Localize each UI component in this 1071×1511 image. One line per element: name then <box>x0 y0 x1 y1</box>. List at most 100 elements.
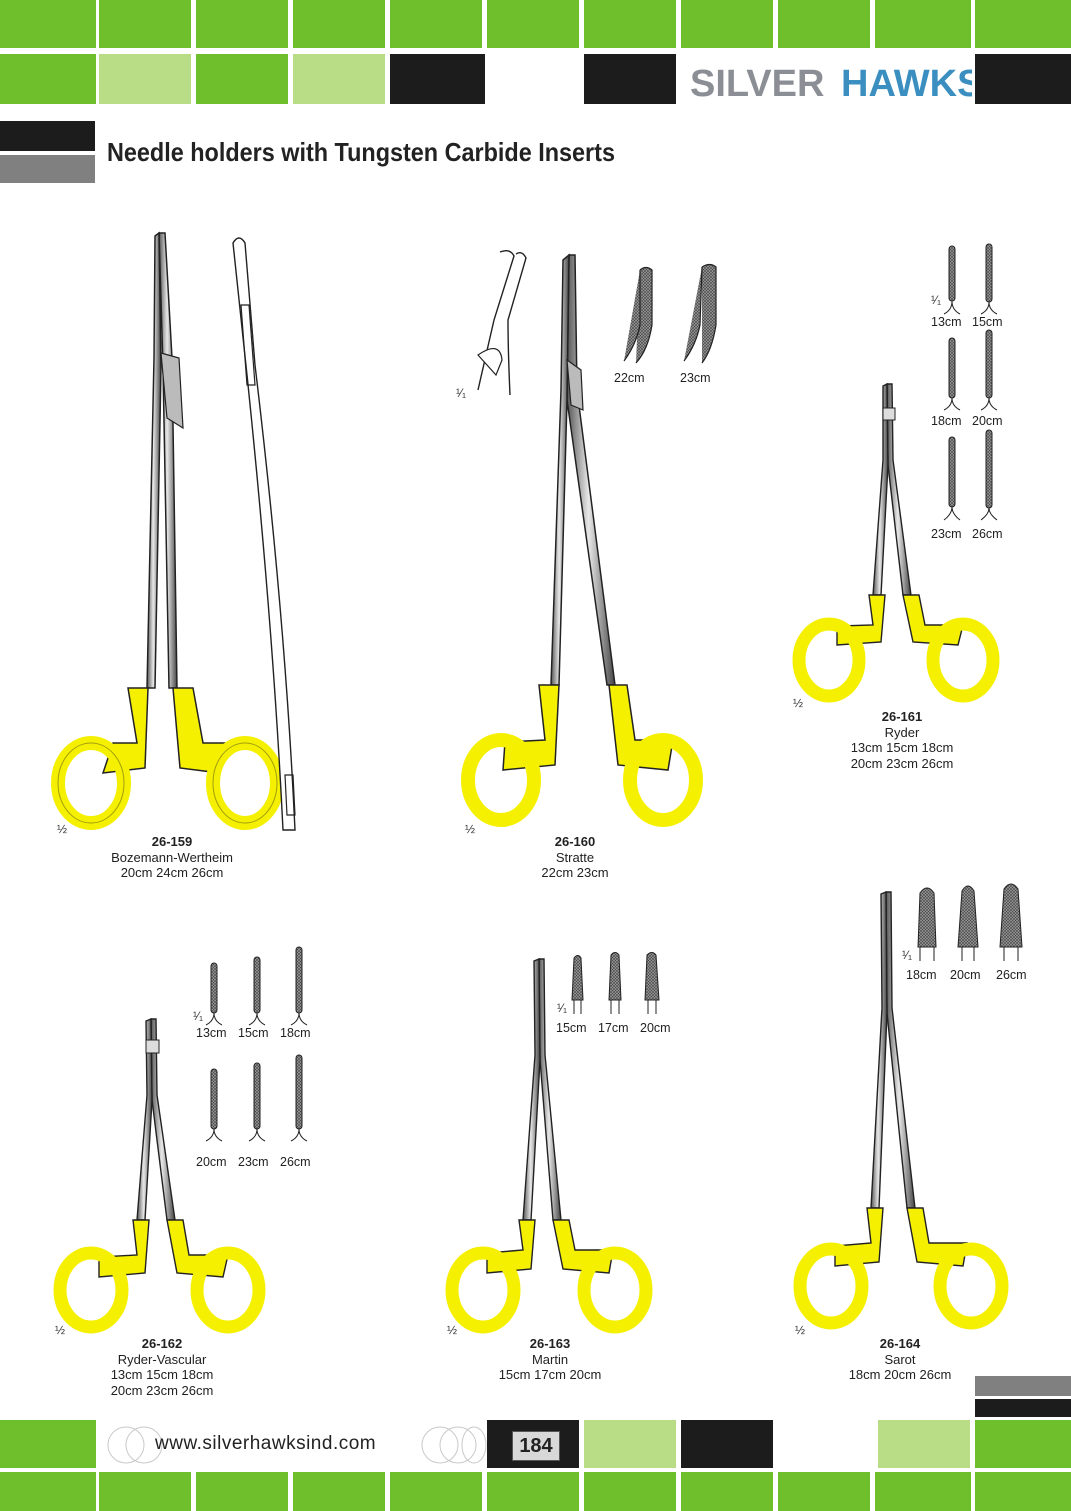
tip-size-label: 13cm <box>196 1026 227 1040</box>
product-sizes: 20cm 23cm 26cm <box>110 1382 214 1398</box>
header-tile <box>99 0 191 48</box>
header-tile <box>390 0 482 48</box>
product-sizes: 13cm 15cm 18cm <box>110 1367 214 1382</box>
tip-size-label: 15cm <box>556 1021 587 1035</box>
product-code: 26-159 <box>151 834 193 849</box>
header-tile <box>196 54 288 104</box>
product-sizes: 18cm 20cm 26cm <box>848 1367 952 1382</box>
header-tile <box>778 0 870 48</box>
footer-tile <box>878 1420 970 1468</box>
scale-label: ½ <box>55 1323 66 1337</box>
side-marker-black <box>975 1399 1071 1417</box>
instrument-26-160 <box>461 253 703 827</box>
scale-label: ½ <box>465 822 476 836</box>
product-sizes: 22cm 23cm <box>541 865 609 880</box>
instrument-26-161 <box>792 382 1000 703</box>
header-tile <box>0 54 96 104</box>
product-code: 26-161 <box>881 709 923 724</box>
tip-size-label: 17cm <box>598 1021 629 1035</box>
header-tile <box>584 0 676 48</box>
tip-size-label: 23cm <box>931 527 962 541</box>
header-tile <box>0 0 96 48</box>
tip-size-label: 15cm <box>238 1026 269 1040</box>
tip-size-label: 20cm <box>640 1021 671 1035</box>
scale-label: ¹⁄₁ <box>456 386 467 400</box>
tip-images-ryder-vascular <box>205 946 308 1142</box>
product-name: Ryder-Vascular <box>117 1351 207 1367</box>
product-26-163-caption: 26-163 Martin 15cm 17cm 20cm <box>475 1336 625 1383</box>
tip-size-label: 15cm <box>972 315 1003 329</box>
header-tile <box>487 0 579 48</box>
tip-images-martin <box>571 952 660 1014</box>
header-tile <box>975 54 1071 104</box>
page-number: 184 <box>512 1431 560 1461</box>
footer-tile <box>975 1472 1071 1511</box>
website-link[interactable]: www.silverhawksind.com <box>155 1433 377 1454</box>
footer-tile <box>681 1472 773 1511</box>
footer-tile <box>293 1472 385 1511</box>
tip-size-label: 18cm <box>280 1026 311 1040</box>
header-tile <box>975 0 1071 48</box>
product-code: 26-160 <box>554 834 596 849</box>
footer-ring-decoration <box>107 1426 487 1464</box>
scale-label: ½ <box>795 1323 806 1337</box>
product-26-164-caption: 26-164 Sarot 18cm 20cm 26cm <box>820 1336 980 1383</box>
product-name: Bozemann-Wertheim <box>111 849 233 865</box>
footer-tile <box>975 1420 1071 1468</box>
footer-tile <box>487 1472 579 1511</box>
tip-size-label: 13cm <box>931 315 962 329</box>
scale-label: ½ <box>447 1323 458 1337</box>
header-tile <box>99 54 191 104</box>
brand-part1: SILVER <box>690 63 824 104</box>
footer-tile <box>681 1420 773 1468</box>
instrument-26-159 <box>51 231 284 830</box>
scale-label: ¹⁄₁ <box>902 948 913 962</box>
scale-label: ½ <box>57 822 68 836</box>
product-code: 26-164 <box>879 1336 921 1351</box>
header-tile <box>196 0 288 48</box>
product-26-161-caption: 26-161 Ryder 13cm 15cm 18cm 20cm 23cm 26… <box>822 709 982 771</box>
brand-logo: SILVER HAWKS <box>690 63 972 104</box>
header-tile <box>875 0 971 48</box>
tip-size-label: 22cm <box>614 371 645 385</box>
header-tile <box>293 54 385 104</box>
tip-size-label: 20cm <box>950 968 981 982</box>
header-tile <box>584 54 676 104</box>
product-name: Ryder <box>884 724 920 740</box>
product-26-160-caption: 26-160 Stratte 22cm 23cm <box>500 834 650 881</box>
footer-tile <box>0 1472 96 1511</box>
product-26-162-caption: 26-162 Ryder-Vascular 13cm 15cm 18cm 20c… <box>82 1336 242 1398</box>
tip-size-label: 20cm <box>196 1155 227 1169</box>
footer-tile <box>390 1472 482 1511</box>
tip-images-sarot <box>917 883 1023 961</box>
footer-tile <box>0 1420 96 1468</box>
product-sizes: 20cm 24cm 26cm <box>120 865 224 880</box>
tip-size-label: 20cm <box>972 414 1003 428</box>
scale-label: ½ <box>793 696 804 710</box>
tip-size-label: 23cm <box>238 1155 269 1169</box>
product-26-159-caption: 26-159 Bozemann-Wertheim 20cm 24cm 26cm <box>92 834 252 881</box>
instrument-26-163 <box>445 957 653 1334</box>
product-code: 26-163 <box>529 1336 571 1351</box>
footer-tile <box>584 1472 676 1511</box>
instrument-26-164 <box>793 890 1009 1330</box>
scale-label: ¹⁄₁ <box>557 1001 568 1015</box>
tip-size-label: 23cm <box>680 371 711 385</box>
instrument-26-160-tip-detail <box>477 249 527 396</box>
tip-images-ryder <box>943 243 998 521</box>
product-sizes: 20cm 23cm 26cm <box>850 755 954 771</box>
tip-size-label: 18cm <box>931 414 962 428</box>
tip-size-label: 18cm <box>906 968 937 982</box>
instrument-26-159-side-view <box>232 237 296 831</box>
scale-label: ¹⁄₁ <box>931 293 942 307</box>
product-sizes: 13cm 15cm 18cm <box>850 740 954 755</box>
footer-tile <box>875 1472 971 1511</box>
brand-part2: HAWKS <box>841 63 972 104</box>
side-marker-gray <box>975 1376 1071 1396</box>
product-code: 26-162 <box>141 1336 183 1351</box>
footer-tile <box>584 1420 676 1468</box>
product-name: Martin <box>531 1351 569 1367</box>
page-title: Needle holders with Tungsten Carbide Ins… <box>107 137 615 167</box>
product-sizes: 15cm 17cm 20cm <box>498 1367 602 1382</box>
instrument-26-162 <box>53 1017 266 1334</box>
